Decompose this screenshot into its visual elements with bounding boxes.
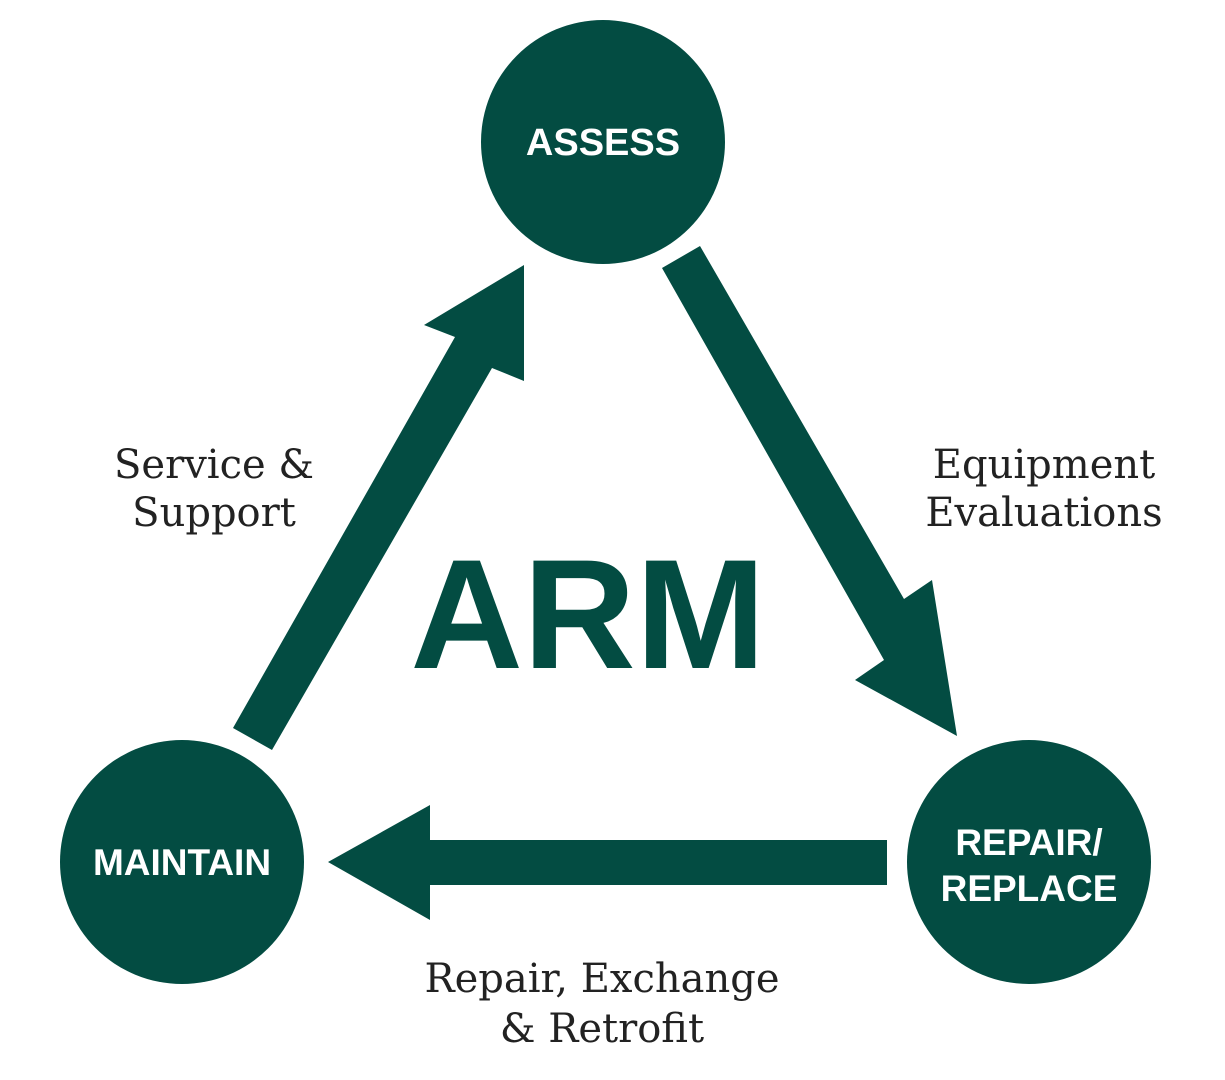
node-repair-replace-label-line2: REPLACE [941,868,1118,909]
edge-label-maintain-to-assess: Service & Support [114,442,314,536]
arrow-assess-to-repair [662,246,957,736]
center-title: ARM [410,528,765,702]
node-repair-replace-circle [907,740,1151,984]
edge-label-repair-exchange-line1: Repair, Exchange [425,956,780,1002]
edge-label-service-line1: Service & [114,442,314,488]
node-repair-replace-label-line1: REPAIR/ [955,822,1102,863]
node-assess-circle [481,20,725,264]
node-assess-label: ASSESS [526,122,680,164]
edge-label-assess-to-repair: Equipment Evaluations [925,442,1162,536]
arrow-repair-to-maintain [328,805,887,920]
node-repair-replace: REPAIR/ REPLACE [907,740,1151,984]
edge-label-service-line2: Support [132,490,296,536]
edge-label-repair-exchange-line2: & Retrofit [500,1006,704,1052]
node-maintain-circle [60,740,304,984]
node-maintain: MAINTAIN [60,740,304,984]
edge-label-repair-to-maintain: Repair, Exchange & Retrofit [425,956,780,1052]
node-assess: ASSESS [481,20,725,264]
edge-label-equipment-line1: Equipment [933,442,1155,488]
edge-label-equipment-line2: Evaluations [925,490,1162,536]
node-maintain-label: MAINTAIN [93,842,271,883]
arrow-maintain-to-assess [233,265,524,750]
